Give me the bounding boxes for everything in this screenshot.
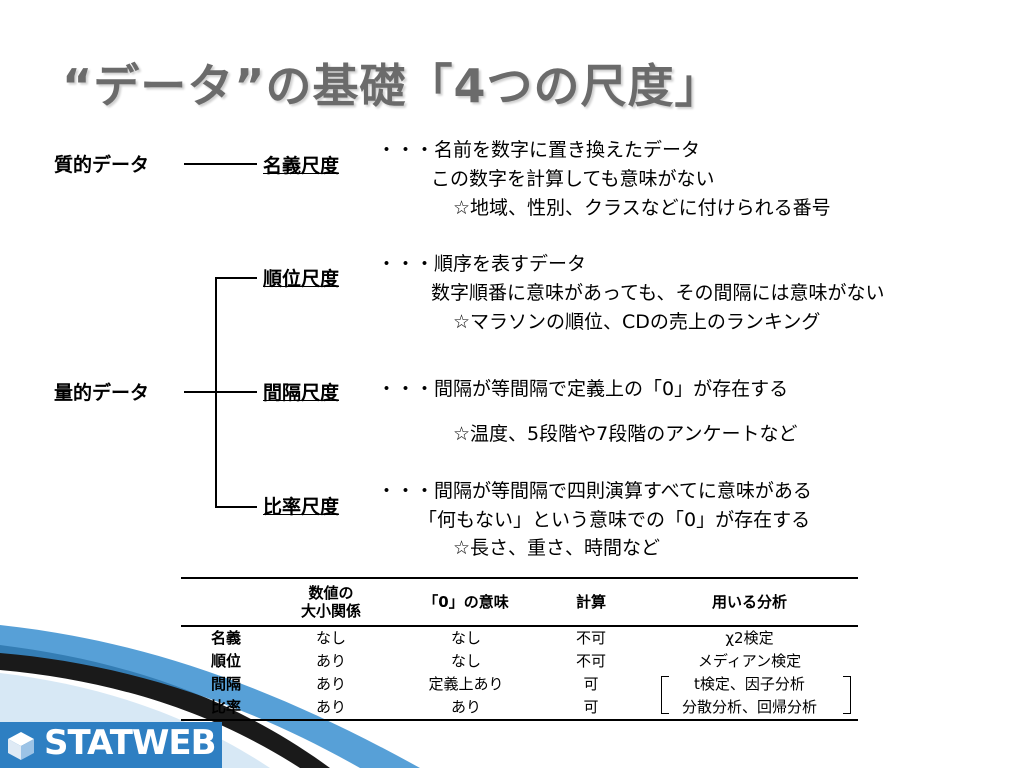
table-cell: あり	[315, 652, 346, 670]
logo-background	[0, 722, 222, 768]
table-header-empty	[181, 578, 271, 626]
page-title: “データ”の基礎「4つの尺度」	[62, 59, 722, 113]
ratio-example: ☆長さ、重さ、時間など	[453, 537, 661, 559]
table-cell: χ2検定	[725, 629, 774, 647]
ordinal-desc-1: ・・・順序を表すデータ	[377, 253, 587, 275]
table-cell: 間隔	[210, 675, 241, 693]
nominal-desc-2: この数字を計算しても意味がない	[431, 168, 715, 190]
table-header-row: 数値の 大小関係 「0」の意味 計算 用いる分析	[181, 578, 858, 626]
table-cell: あり	[450, 698, 481, 716]
ordinal-desc-2: 数字順番に意味があっても、その間隔には意味がない	[431, 282, 885, 304]
quantitative-data-label: 量的データ	[54, 382, 150, 404]
table-cell: 名義	[210, 629, 241, 647]
table-cell: メディアン検定	[697, 652, 802, 670]
interval-desc-1: ・・・間隔が等間隔で定義上の「0」が存在する	[377, 378, 789, 400]
connector-ordinal	[215, 277, 257, 279]
scale-ordinal: 順位尺度	[263, 268, 340, 290]
ordinal-example: ☆マラソンの順位、CDの売上のランキング	[453, 311, 821, 333]
table-header-magnitude-line1: 数値の	[308, 584, 354, 602]
table-cell: 定義上あり	[428, 675, 504, 693]
table-cell: 順位	[210, 652, 241, 670]
cube-logo-icon	[8, 732, 34, 760]
scale-interval: 間隔尺度	[263, 382, 340, 404]
table-row: 名義 なし なし 不可 χ2検定	[181, 626, 858, 650]
table-cell: 比率	[210, 698, 241, 716]
scale-comparison-table: 数値の 大小関係 「0」の意味 計算 用いる分析 名義 なし なし 不可 χ2検…	[181, 577, 858, 721]
bracket-left	[661, 676, 669, 714]
table-cell: なし	[315, 629, 346, 647]
table-cell: あり	[315, 698, 346, 716]
table-header-magnitude-line2: 大小関係	[300, 602, 361, 620]
connector-quantitative	[184, 391, 257, 393]
table-cell: t検定、因子分析	[694, 675, 805, 693]
table-header-analysis: 用いる分析	[711, 593, 787, 611]
ratio-desc-1: ・・・間隔が等間隔で四則演算すべてに意味がある	[377, 480, 812, 502]
table-cell: なし	[450, 629, 481, 647]
bracket-right	[843, 676, 851, 714]
scale-ratio: 比率尺度	[263, 496, 340, 518]
table-cell: 可	[583, 675, 599, 693]
ratio-desc-2: 「何もない」という意味での「0」が存在する	[418, 509, 811, 531]
table-cell: 不可	[575, 652, 606, 670]
table-cell: あり	[315, 675, 346, 693]
interval-example: ☆温度、5段階や7段階のアンケートなど	[453, 423, 798, 445]
table-cell: なし	[450, 652, 481, 670]
connector-qualitative	[184, 163, 257, 165]
nominal-desc-1: ・・・名前を数字に置き換えたデータ	[377, 139, 701, 161]
table-header-zero: 「0」の意味	[423, 593, 509, 611]
table-header-magnitude: 数値の 大小関係	[271, 578, 391, 626]
table-cell: 不可	[575, 629, 606, 647]
connector-ratio	[215, 506, 257, 508]
table-cell: 分散分析、回帰分析	[681, 698, 817, 716]
table-row: 間隔 あり 定義上あり 可 t検定、因子分析	[181, 673, 858, 696]
qualitative-data-label: 質的データ	[54, 154, 150, 176]
connector-vertical	[215, 277, 217, 507]
table-row: 順位 あり なし 不可 メディアン検定	[181, 650, 858, 673]
logo-text: STATWEB	[44, 723, 217, 763]
scale-nominal: 名義尺度	[263, 155, 340, 177]
nominal-example: ☆地域、性別、クラスなどに付けられる番号	[453, 197, 831, 219]
table-row: 比率 あり あり 可 分散分析、回帰分析	[181, 696, 858, 720]
table-header-calc: 計算	[575, 593, 606, 611]
table-cell: 可	[583, 698, 599, 716]
